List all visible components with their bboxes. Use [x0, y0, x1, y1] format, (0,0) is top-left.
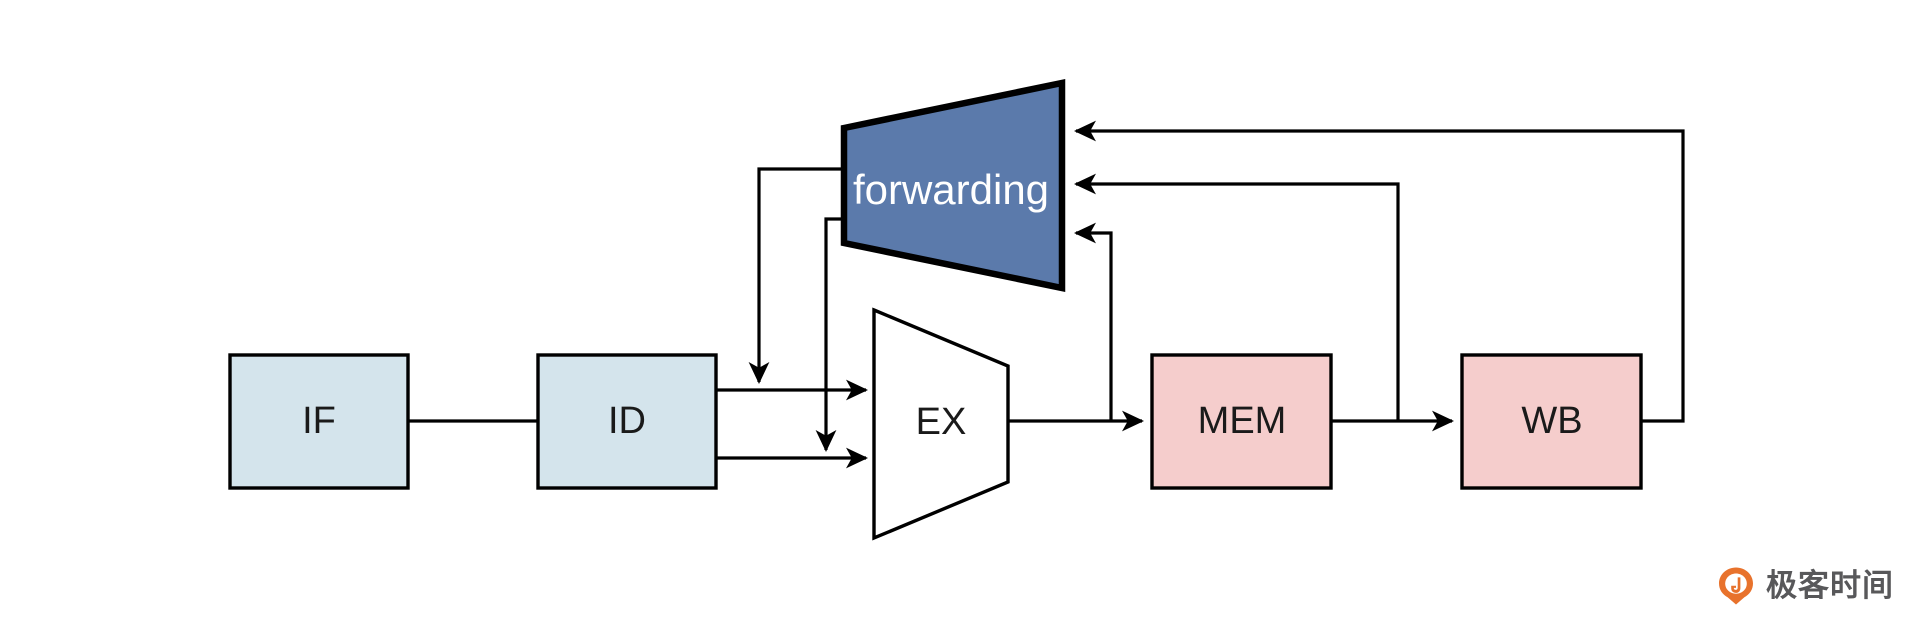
stage-id-label: ID: [608, 400, 646, 442]
stage-mem[interactable]: MEM: [1150, 353, 1333, 490]
stage-if[interactable]: IF: [228, 353, 410, 490]
wire-ex-result-to-forwarding: [1074, 222, 1113, 421]
wire-layer: [408, 120, 1685, 469]
stage-mem-box[interactable]: [1150, 353, 1333, 490]
stage-ex-trapezoid[interactable]: [872, 307, 1010, 541]
forwarding-unit[interactable]: forwarding: [840, 79, 1066, 292]
stage-wb-box[interactable]: [1460, 353, 1643, 490]
stage-id-box[interactable]: [536, 353, 718, 490]
stage-if-box[interactable]: [228, 353, 410, 490]
stage-if-label: IF: [302, 400, 336, 442]
wire-mem-result-to-forwarding: [1074, 173, 1400, 421]
forwarding-unit-label: forwarding: [853, 166, 1049, 213]
wire-wb-result-to-forwarding: [1074, 120, 1685, 423]
stage-wb-label: WB: [1521, 400, 1582, 442]
stage-mem-label: MEM: [1198, 400, 1287, 442]
stage-ex[interactable]: EX: [872, 307, 1010, 541]
stage-ex-label: EX: [916, 401, 967, 443]
watermark: 极客时间: [1716, 566, 1894, 606]
forwarding-unit-trapezoid[interactable]: [840, 79, 1066, 292]
geektime-logo-icon: [1716, 566, 1756, 606]
stage-wb[interactable]: WB: [1460, 353, 1643, 490]
wire-forwarding-out-lower: [815, 217, 848, 452]
stage-id[interactable]: ID: [536, 353, 718, 490]
watermark-brand-text: 极客时间: [1766, 567, 1894, 604]
wire-forwarding-out-upper: [748, 167, 848, 384]
